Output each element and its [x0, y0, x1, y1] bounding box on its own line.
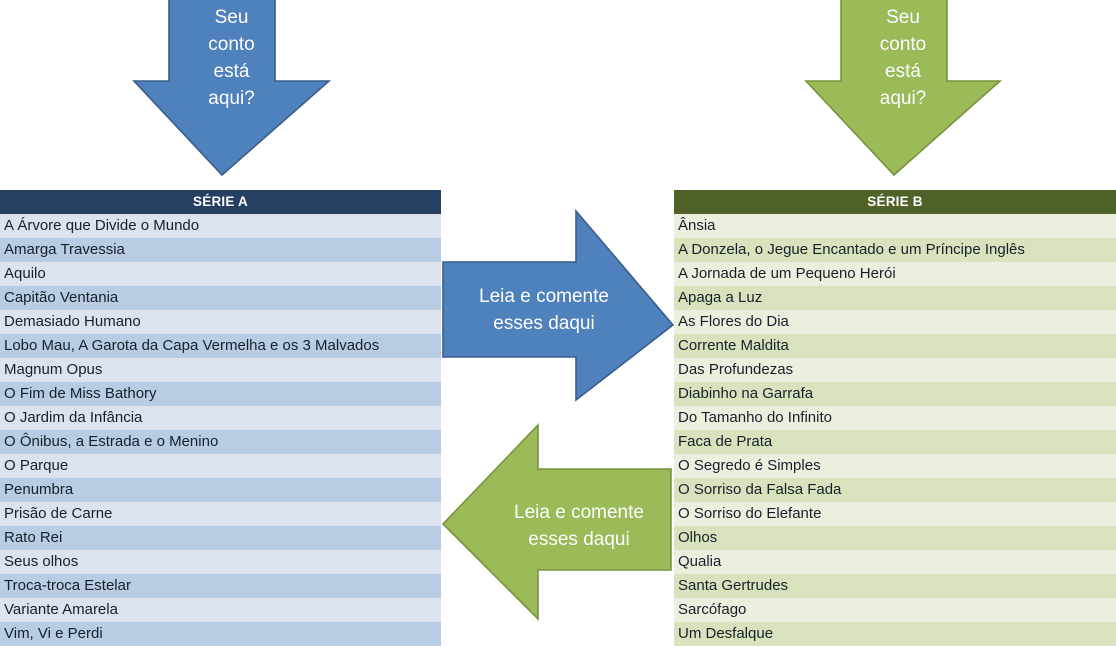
table-row: Apaga a Luz: [674, 286, 1116, 310]
table-row: Lobo Mau, A Garota da Capa Vermelha e os…: [0, 334, 441, 358]
table-row: Das Profundezas: [674, 358, 1116, 382]
table-row: Prisão de Carne: [0, 502, 441, 526]
table-row: Troca-troca Estelar: [0, 574, 441, 598]
down-arrow-icon: [804, 0, 1003, 177]
left-arrow-icon: [441, 423, 672, 621]
table-row: Olhos: [674, 526, 1116, 550]
table-row: Qualia: [674, 550, 1116, 574]
table-row: O Sorriso da Falsa Fada: [674, 478, 1116, 502]
down-arrow-icon: [132, 0, 332, 177]
down-arrow-green: Seu conto está aqui?: [804, 0, 1003, 177]
table-row: A Jornada de um Pequeno Herói: [674, 262, 1116, 286]
table-row: Um Desfalque: [674, 622, 1116, 646]
table-row: O Sorriso do Elefante: [674, 502, 1116, 526]
table-row: O Fim de Miss Bathory: [0, 382, 441, 406]
table-row: Santa Gertrudes: [674, 574, 1116, 598]
table-row: O Jardim da Infância: [0, 406, 441, 430]
table-row: Corrente Maldita: [674, 334, 1116, 358]
table-row: Magnum Opus: [0, 358, 441, 382]
table-row: Demasiado Humano: [0, 310, 441, 334]
table-row: Diabinho na Garrafa: [674, 382, 1116, 406]
table-row: Rato Rei: [0, 526, 441, 550]
table-row: O Parque: [0, 454, 441, 478]
table-row: Faca de Prata: [674, 430, 1116, 454]
table-row: Ânsia: [674, 214, 1116, 238]
table-row: Penumbra: [0, 478, 441, 502]
table-row: A Donzela, o Jegue Encantado e um Prínci…: [674, 238, 1116, 262]
table-row: A Árvore que Divide o Mundo: [0, 214, 441, 238]
right-arrow-icon: [442, 208, 675, 402]
table-row: Sarcófago: [674, 598, 1116, 622]
table-row: Do Tamanho do Infinito: [674, 406, 1116, 430]
table-row: Amarga Travessia: [0, 238, 441, 262]
table-row: Variante Amarela: [0, 598, 441, 622]
table-row: Aquilo: [0, 262, 441, 286]
table-row: Seus olhos: [0, 550, 441, 574]
table-row: O Segredo é Simples: [674, 454, 1116, 478]
right-arrow-blue: Leia e comente esses daqui: [442, 208, 675, 402]
down-arrow-blue: Seu conto está aqui?: [132, 0, 332, 177]
table-row: Vim, Vi e Perdi: [0, 622, 441, 646]
serie-b-header: SÉRIE B: [674, 190, 1116, 214]
left-arrow-green: Leia e comente esses daqui: [441, 423, 672, 621]
serie-a-header: SÉRIE A: [0, 190, 441, 214]
table-row: O Ônibus, a Estrada e o Menino: [0, 430, 441, 454]
table-row: As Flores do Dia: [674, 310, 1116, 334]
table-row: Capitão Ventania: [0, 286, 441, 310]
